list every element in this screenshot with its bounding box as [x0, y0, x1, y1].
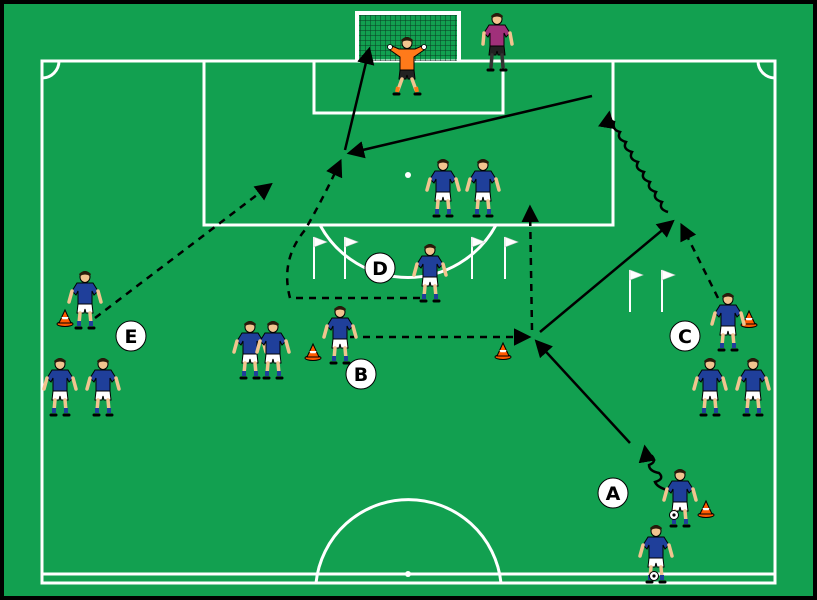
run-arrow-c: [680, 222, 720, 299]
pass-arrow-a: [534, 339, 631, 444]
dribble-arrow-a: [638, 444, 668, 492]
ball-icon: [669, 510, 679, 520]
station-label-b-text: B: [354, 364, 368, 386]
station-label-a: A: [597, 477, 629, 509]
pitch-grass: [4, 4, 813, 596]
run-arrow-d: [285, 158, 420, 300]
cross-arrow: [346, 94, 593, 159]
dribble-arrow-c: [598, 110, 669, 214]
centre-spot: [405, 571, 411, 577]
ball-icon: [649, 571, 659, 581]
run-arrow-e: [94, 182, 273, 319]
station-label-b: B: [345, 358, 377, 390]
penalty-spot: [405, 172, 411, 178]
station-labels: A B C D E: [115, 252, 701, 509]
station-label-e: E: [115, 320, 147, 352]
corner-arc-left: [41, 60, 61, 80]
shot-arrow: [343, 46, 375, 151]
station-label-a-text: A: [606, 483, 621, 505]
corner-arc-right: [756, 60, 776, 80]
station-label-c-text: C: [678, 326, 692, 348]
arrows: [94, 46, 720, 492]
station-label-d-text: D: [372, 258, 388, 280]
station-label-c: C: [669, 320, 701, 352]
station-label-e-text: E: [125, 326, 138, 348]
penalty-arc: [318, 224, 498, 280]
centre-circle: [314, 498, 503, 584]
station-label-d: D: [364, 252, 396, 284]
pass-arrow-to-c: [539, 219, 675, 333]
goal-frame: [355, 11, 461, 61]
